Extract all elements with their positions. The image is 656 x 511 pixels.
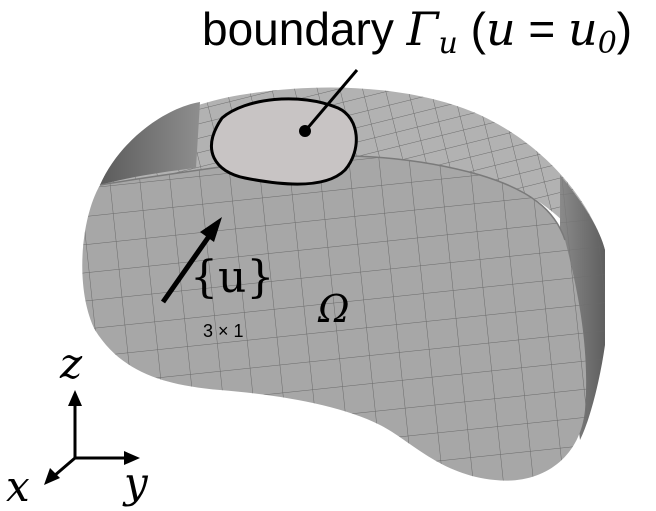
open-paren: ( [471,3,486,55]
gamma-symbol: Γ [407,2,439,56]
vector-text: {u} [190,252,274,303]
boundary-patch [212,99,357,184]
y-axis-label: y [124,462,148,504]
boundary-word: boundary [202,3,394,55]
u0-symbol: u [568,2,598,56]
z-axis-label: z [60,343,82,385]
z-axis-arrowhead [68,390,82,406]
x-axis-label: x [6,466,30,508]
leader-dot [299,125,311,137]
equals-sign: = [516,3,568,55]
x-axis-line [54,458,75,476]
vector-dims-label: 3 × 1 [203,322,244,340]
close-paren: ) [617,3,632,55]
domain-omega-label: Ω [318,290,350,328]
u-symbol: u [486,2,516,56]
x-axis-arrowhead [44,468,60,485]
vector-label: {u} [190,256,274,300]
gamma-subscript: u [439,26,458,61]
boundary-label: boundary Γu (u = u0) [202,6,632,59]
u0-subscript: 0 [598,26,617,61]
